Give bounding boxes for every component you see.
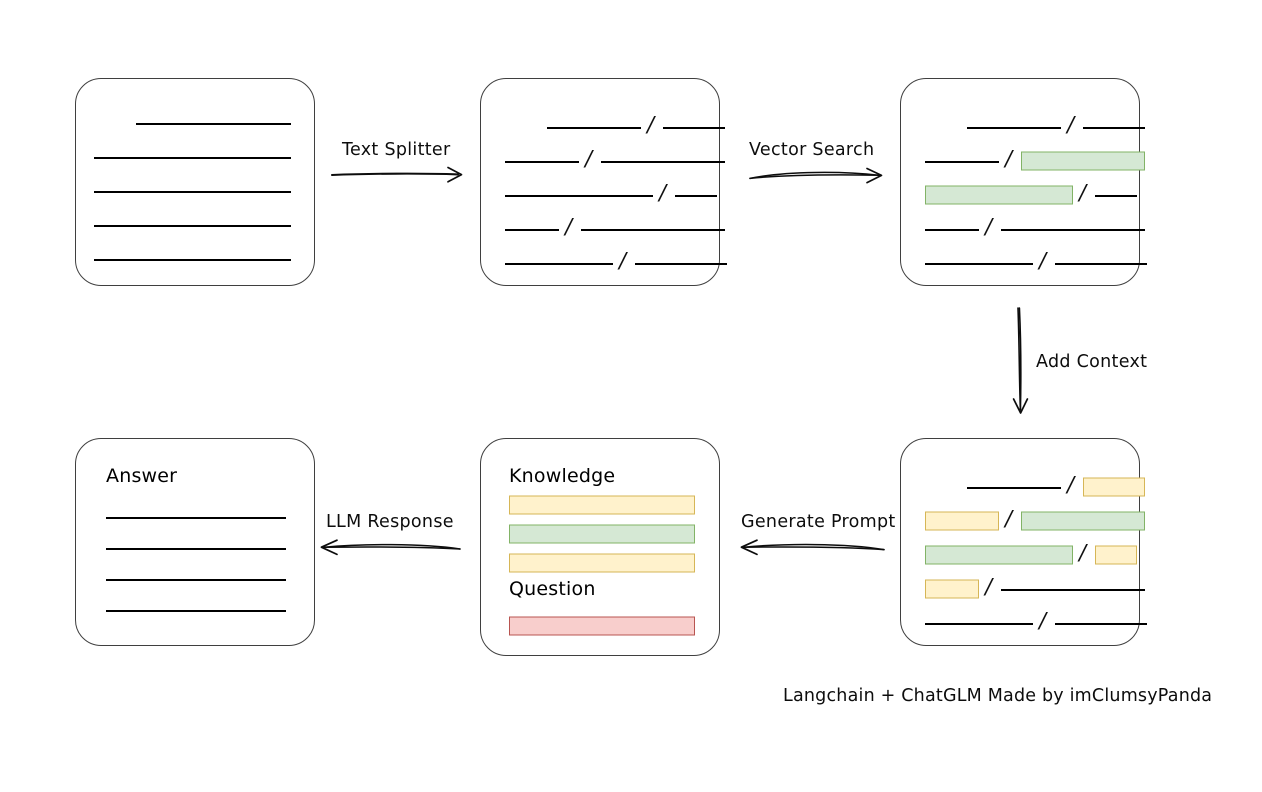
slash-separator: / [659, 180, 667, 205]
text-line-right [663, 127, 725, 129]
vector-search-label: Vector Search [749, 140, 875, 160]
text-line [94, 157, 291, 159]
text-line-right [1001, 589, 1145, 591]
answer-document-content: Answer [76, 439, 314, 645]
add-context-arrow-icon [1012, 307, 1029, 414]
knowledge-bar-green [509, 524, 695, 544]
slash-separator: / [647, 112, 655, 137]
slash-separator: / [985, 574, 993, 599]
text-line-right [601, 161, 725, 163]
text-line-right [1083, 127, 1145, 129]
context-document-card: / / / / / [900, 438, 1147, 646]
text-line-left [925, 161, 999, 163]
text-line [94, 225, 291, 227]
slash-separator: / [985, 214, 993, 239]
vector-matched-document-content: / / / / / [901, 79, 1147, 285]
answer-document-card: Answer [75, 438, 315, 646]
diagram-caption: Langchain + ChatGLM Made by imClumsyPand… [783, 686, 1213, 706]
text-line-left [925, 263, 1033, 265]
text-line [106, 548, 286, 550]
text-splitter-label: Text Splitter [342, 140, 451, 160]
text-line-left [505, 263, 613, 265]
knowledge-heading: Knowledge [509, 465, 616, 487]
slash-separator: / [1067, 472, 1075, 497]
chunk-green-left [925, 545, 1073, 565]
generate-prompt-edge: Generate Prompt [738, 512, 895, 560]
slash-separator: / [1079, 180, 1087, 205]
split-document-card: / / / / / [480, 78, 727, 286]
question-heading: Question [509, 578, 596, 600]
knowledge-bar-yellow [509, 553, 695, 573]
slash-separator: / [565, 214, 573, 239]
question-bar-red [509, 616, 695, 636]
source-document-content [76, 79, 314, 285]
slash-separator: / [1005, 506, 1013, 531]
llm-response-label: LLM Response [326, 512, 454, 532]
text-line-right [1055, 623, 1147, 625]
text-line [136, 123, 291, 125]
llm-response-edge: LLM Response [318, 512, 464, 560]
chunk-green-left [925, 185, 1073, 205]
generate-prompt-label: Generate Prompt [741, 512, 896, 532]
vector-search-edge: Vector Search [748, 140, 886, 188]
text-line-right [1055, 263, 1147, 265]
text-line-left [505, 161, 579, 163]
text-line-right [581, 229, 725, 231]
chunk-yellow-right [1083, 477, 1145, 497]
chunk-yellow-left [925, 511, 999, 531]
chunk-green-right [1021, 151, 1145, 171]
text-line [106, 610, 286, 612]
slash-separator: / [619, 248, 627, 273]
chunk-yellow-right [1095, 545, 1137, 565]
add-context-edge: Add Context [1008, 306, 1158, 418]
text-line-right [675, 195, 717, 197]
slash-separator: / [1079, 540, 1087, 565]
text-line-left [967, 487, 1061, 489]
text-line-right [635, 263, 727, 265]
text-line-left [547, 127, 641, 129]
add-context-label: Add Context [1036, 352, 1148, 372]
text-line [94, 259, 291, 261]
knowledge-bar-yellow [509, 495, 695, 515]
text-splitter-arrow-icon [330, 166, 463, 183]
chunk-green-right [1021, 511, 1145, 531]
text-line [106, 517, 286, 519]
context-document-content: / / / / / [901, 439, 1147, 645]
slash-separator: / [585, 146, 593, 171]
text-line-left [505, 229, 559, 231]
text-splitter-edge: Text Splitter [330, 140, 468, 188]
answer-heading: Answer [106, 465, 178, 487]
split-document-content: / / / / / [481, 79, 727, 285]
source-document-card [75, 78, 315, 286]
slash-separator: / [1039, 608, 1047, 633]
text-line-left [925, 623, 1033, 625]
text-line [94, 191, 291, 193]
text-line-left [505, 195, 653, 197]
slash-separator: / [1067, 112, 1075, 137]
text-line-right [1001, 229, 1145, 231]
slash-separator: / [1039, 248, 1047, 273]
text-line-right [1095, 195, 1137, 197]
llm-response-arrow-icon [320, 539, 461, 556]
vector-search-arrow-icon [749, 167, 883, 184]
slash-separator: / [1005, 146, 1013, 171]
text-line-left [967, 127, 1061, 129]
text-line-left [925, 229, 979, 231]
text-line [106, 579, 286, 581]
chunk-yellow-left [925, 579, 979, 599]
generate-prompt-arrow-icon [740, 539, 885, 556]
vector-matched-document-card: / / / / / [900, 78, 1147, 286]
